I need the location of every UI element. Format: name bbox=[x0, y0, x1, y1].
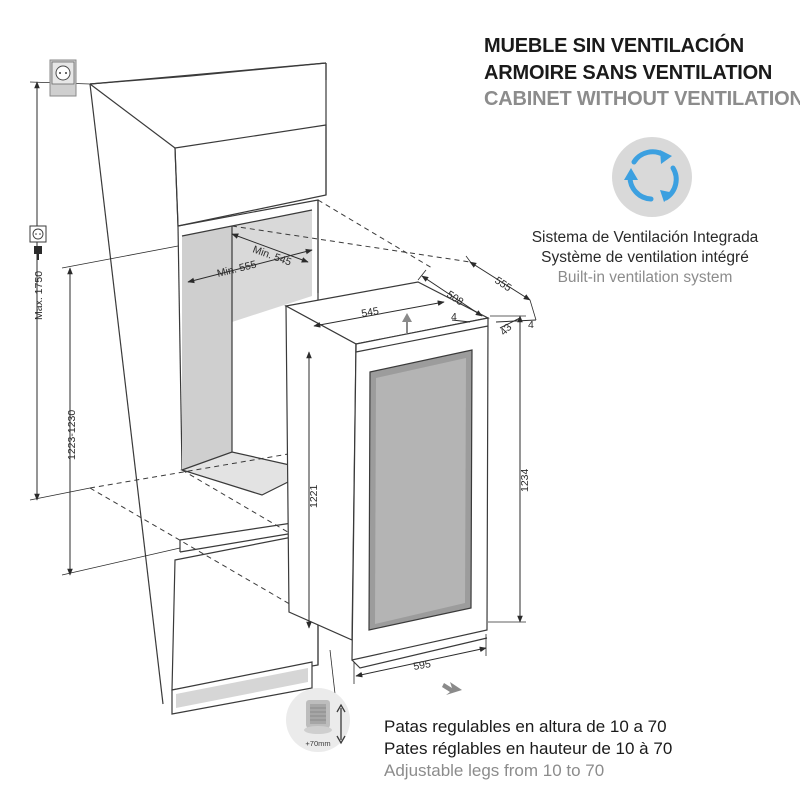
side-socket-icon bbox=[29, 225, 47, 243]
dim-door-height: 1234 bbox=[519, 468, 531, 492]
dim-gap-a: 4 bbox=[451, 311, 457, 323]
dim-gap-b: 4 bbox=[528, 319, 534, 331]
legs-label-es: Patas regulables en altura de 10 a 70 bbox=[384, 717, 667, 736]
dim-side-height: 1221 bbox=[308, 484, 320, 508]
ventilation-circular-arrows-icon bbox=[612, 137, 692, 217]
leg-icon-label: +70mm bbox=[305, 739, 330, 748]
title-es: MUEBLE SIN VENTILACIÓN bbox=[484, 35, 745, 57]
ventilation-label-en: Built-in ventilation system bbox=[557, 269, 733, 286]
dimension-lines bbox=[29, 81, 537, 721]
ventilation-label-fr: Système de ventilation intégré bbox=[541, 249, 749, 266]
title-en: CABINET WITHOUT VENTILATION bbox=[484, 88, 800, 110]
ventilation-label-es: Sistema de Ventilación Integrada bbox=[531, 229, 759, 246]
legs-label-en: Adjustable legs from 10 to 70 bbox=[384, 761, 605, 780]
plug-icon bbox=[34, 246, 42, 260]
dim-top-width: 545 bbox=[360, 305, 379, 320]
power-socket-icon bbox=[49, 59, 77, 97]
insertion-arrow-icon bbox=[442, 682, 462, 695]
dim-niche-height: 1223-1230 bbox=[66, 410, 78, 460]
adjustable-leg-icon: +70mm bbox=[286, 688, 350, 752]
wine-cooler bbox=[284, 281, 490, 669]
legs-label-fr: Pates réglables en hauteur de 10 à 70 bbox=[384, 739, 673, 758]
dim-width: 595 bbox=[412, 658, 431, 673]
dim-max-height: Max. 1750 bbox=[33, 271, 45, 320]
dim-door-thickness: 43 bbox=[498, 321, 515, 338]
title-fr: ARMOIRE SANS VENTILATION bbox=[484, 62, 773, 84]
